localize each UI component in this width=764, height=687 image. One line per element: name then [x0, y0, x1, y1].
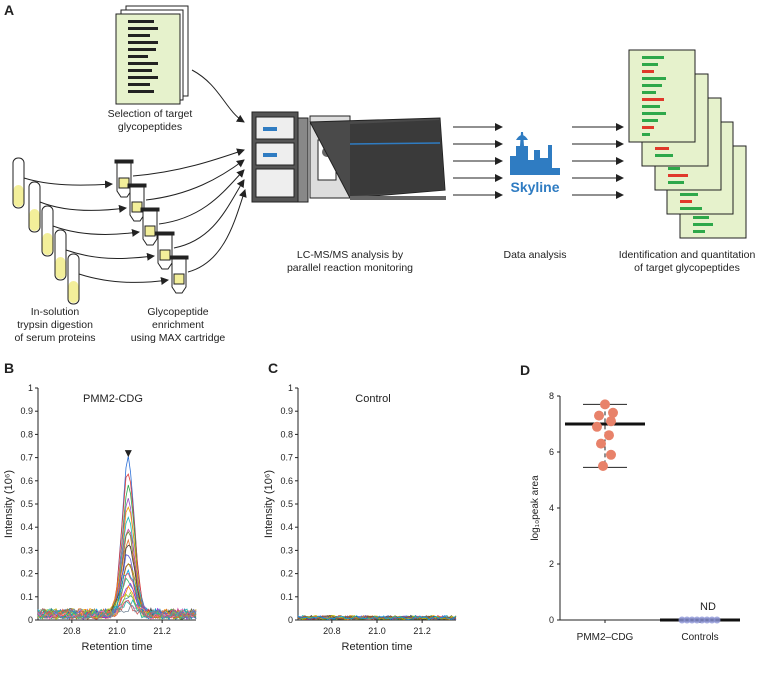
y-tick-label: 6 [549, 447, 554, 457]
data-point [698, 616, 706, 624]
data-point [678, 616, 686, 624]
y-tick-label: 0 [28, 615, 33, 625]
category-label: PMM2–CDG [577, 632, 634, 643]
x-axis-label: Retention time [82, 641, 153, 653]
x-tick-label: 20.8 [323, 626, 341, 636]
skyline-logo-icon: Skyline [510, 132, 560, 195]
panel-a-label: A [4, 2, 15, 18]
max-cartridge-icons [114, 159, 189, 294]
x-axis-label: Retention time [342, 641, 413, 653]
chart-b-pmm2-cdg: 0 0.1 0.2 0.3 0.4 0.5 0.6 0.7 0.8 0.9 1 20.8 21.0 21.… [3, 383, 197, 653]
selection-caption: Selection of target glycopeptides [107, 108, 193, 133]
y-axis-label: Intensity (10⁶) [263, 470, 275, 538]
data-point [693, 616, 701, 624]
y-tick-label: 0.2 [280, 569, 293, 579]
y-tick-label: 0.2 [20, 569, 33, 579]
data-point [708, 616, 716, 624]
skyline-wordmark: Skyline [510, 179, 559, 195]
result-documents-icon [628, 49, 747, 239]
y-tick-label: 0 [549, 615, 554, 625]
x-tick-label: 21.2 [413, 626, 431, 636]
data-point [703, 616, 711, 624]
lcms-caption: LC-MS/MS analysis by parallel reaction m… [286, 249, 414, 274]
result-bars [642, 56, 713, 233]
y-axis-label: log₁₀peak area [530, 475, 541, 541]
y-tick-label: 0.5 [20, 499, 33, 509]
y-tick-label: 0.4 [280, 522, 293, 532]
y-tick-label: 0.9 [280, 406, 293, 416]
y-tick-label: 1 [288, 383, 293, 393]
panel-c-label: C [268, 360, 279, 376]
y-tick-label: 1 [28, 383, 33, 393]
y-tick-label: 0.9 [20, 406, 33, 416]
panel-b-label: B [4, 360, 15, 376]
y-tick-label: 8 [549, 391, 554, 401]
chromatogram-trace [37, 506, 197, 619]
data-point [592, 421, 602, 432]
target-selection-document-icon [115, 5, 189, 105]
panel-d-label: D [520, 362, 531, 378]
x-tick-label: 21.2 [153, 626, 171, 636]
chart-title: PMM2-CDG [83, 393, 143, 405]
y-tick-label: 2 [549, 559, 554, 569]
chromatogram-trace [297, 615, 457, 621]
enrichment-caption: Glycopeptide enrichment using MAX cartri… [130, 306, 226, 344]
chromatogram-trace [37, 599, 197, 620]
x-tick-label: 20.8 [63, 626, 81, 636]
data-point [600, 399, 610, 410]
digestion-caption: In-solution trypsin digestion of serum p… [14, 306, 96, 344]
data-point [594, 410, 604, 421]
data-point [598, 461, 608, 471]
chart-c-control: 0 0.1 0.2 0.3 0.4 0.5 0.6 0.7 0.8 0.9 1 20.8 21.0 21.… [263, 383, 457, 653]
data-point [713, 616, 721, 624]
y-tick-label: 0.8 [20, 429, 33, 439]
chromatogram-trace [297, 615, 457, 620]
category-label: Controls [681, 632, 718, 643]
y-tick-label: 0.1 [280, 592, 293, 602]
data-point [606, 449, 616, 460]
data-analysis-caption: Data analysis [503, 249, 567, 261]
y-tick-label: 0.3 [20, 545, 33, 555]
data-point [683, 616, 691, 624]
y-tick-label: 4 [549, 503, 554, 513]
data-point [608, 407, 618, 418]
y-axis-label: Intensity (10⁶) [3, 470, 15, 538]
data-point [596, 438, 606, 449]
data-point [688, 616, 696, 624]
chart-title: Control [355, 393, 390, 405]
y-tick-label: 0.1 [20, 592, 33, 602]
y-tick-label: 0.4 [20, 522, 33, 532]
identification-caption: Identification and quantitation of targe… [618, 249, 756, 274]
y-tick-label: 0.5 [280, 499, 293, 509]
x-tick-label: 21.0 [368, 626, 386, 636]
y-tick-label: 0 [288, 615, 293, 625]
y-tick-label: 0.7 [280, 453, 293, 463]
y-tick-label: 0.6 [20, 476, 33, 486]
serum-tube-icons [12, 157, 80, 305]
data-point [604, 430, 614, 441]
data-point [606, 416, 616, 427]
chromatogram-trace [37, 605, 197, 621]
y-tick-label: 0.7 [20, 453, 33, 463]
nd-annotation: ND [700, 601, 716, 613]
y-tick-label: 0.8 [280, 429, 293, 439]
lcms-instrument-icon [251, 111, 446, 203]
peak-arrow-annotation: ▼ [122, 446, 134, 460]
y-tick-label: 0.3 [280, 545, 293, 555]
workflow-diagram: Skyline [12, 5, 747, 305]
y-tick-label: 0.6 [280, 476, 293, 486]
x-tick-label: 21.0 [108, 626, 126, 636]
